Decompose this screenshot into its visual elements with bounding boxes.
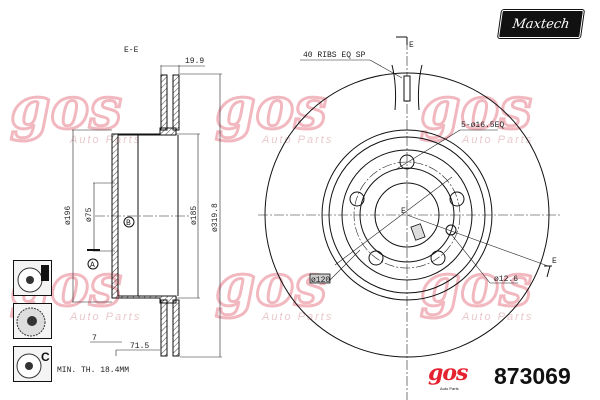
svg-text:gos: gos (420, 74, 532, 142)
min-thickness: MIN. TH. 18.4MM (57, 366, 130, 375)
pcd-label: ø120 (311, 276, 330, 285)
svg-text:A: A (90, 261, 95, 270)
disc-with-caliper-icon (13, 260, 52, 296)
svg-text:Auto Parts: Auto Parts (69, 311, 141, 323)
svg-text:B: B (126, 219, 131, 228)
dim-71-5: 71.5 (130, 342, 149, 351)
bolt-hole (368, 250, 384, 266)
dim-75: ø75 (85, 207, 94, 222)
gos-logo: gos (428, 360, 468, 386)
dim-319-8: ø319.8 (211, 203, 220, 232)
dim-196: ø196 (64, 206, 73, 225)
dim-185: ø185 (190, 206, 199, 225)
gos-logo-sub: Auto Parts (440, 386, 459, 391)
dim-19-9: 19.9 (185, 57, 204, 66)
svg-text:E: E (409, 41, 414, 50)
drilled-slotted-disc-icon (13, 303, 52, 339)
watermark: gos gos gos gos gos gos Auto Parts Auto … (9, 73, 534, 324)
ribs-label: 40 RIBS EQ SP (303, 51, 366, 60)
hole-12-6-label: ø12.6 (494, 275, 518, 284)
svg-text:gos: gos (215, 74, 327, 142)
svg-text:E: E (552, 257, 557, 266)
svg-text:Auto Parts: Auto Parts (261, 311, 333, 323)
bolt-hole (349, 191, 365, 207)
svg-text:C: C (41, 350, 50, 364)
section-label: E-E (124, 46, 139, 55)
svg-text:gos: gos (10, 74, 122, 142)
section-view: E-E ø196 ø75 ø185 ø319.8 19.9 7 71.5 A (64, 46, 222, 358)
callout-a (87, 258, 99, 270)
front-view: 5-ø16.5EQ 40 RIBS EQ SP E E ø120 ø12.6 E (258, 36, 560, 400)
svg-text:Auto Parts: Auto Parts (69, 134, 141, 146)
part-number: 873069 (494, 363, 571, 389)
maxtech-logo: Maxtech (496, 9, 586, 39)
svg-text:gos: gos (420, 251, 532, 319)
svg-text:Auto Parts: Auto Parts (461, 134, 533, 146)
svg-text:Auto Parts: Auto Parts (461, 311, 533, 323)
coated-disc-icon: C (13, 346, 52, 382)
holes-label: 5-ø16.5EQ (461, 121, 504, 130)
bolt-hole (430, 250, 446, 266)
dim-7: 7 (92, 334, 97, 343)
center-marker: E (401, 207, 406, 216)
svg-text:gos: gos (215, 251, 327, 319)
svg-text:Auto Parts: Auto Parts (261, 134, 333, 146)
callout-b (123, 216, 135, 228)
bolt-hole (449, 191, 465, 207)
